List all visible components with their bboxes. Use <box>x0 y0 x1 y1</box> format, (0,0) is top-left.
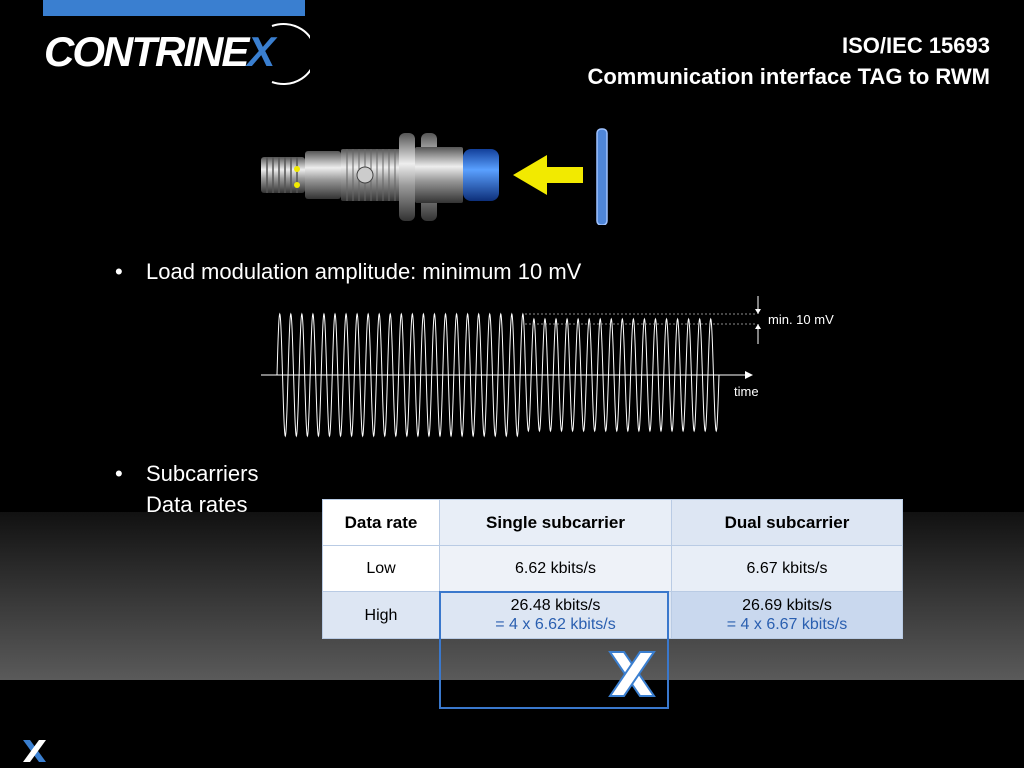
cell-single: 6.62 kbits/s <box>439 545 672 592</box>
cell-single-formula: = 4 x 6.62 kbits/s <box>495 616 616 633</box>
data-rate-table: Data rate Single subcarrier Dual subcarr… <box>322 499 903 639</box>
sensor-illustration <box>261 128 608 225</box>
tag-disc-icon <box>596 128 608 225</box>
header-single-subcarrier: Single subcarrier <box>439 499 672 546</box>
carrier-wave <box>276 312 720 438</box>
table-row: High 26.48 kbits/s = 4 x 6.62 kbits/s 26… <box>322 591 903 639</box>
cell-single: 26.48 kbits/s = 4 x 6.62 kbits/s <box>439 591 672 639</box>
cell-single-value: 26.48 kbits/s <box>510 597 601 614</box>
amplitude-arrow-up <box>755 324 761 329</box>
cell-dual: 6.67 kbits/s <box>671 545 903 592</box>
amplitude-arrow-down <box>755 309 761 314</box>
cell-dual: 26.69 kbits/s = 4 x 6.67 kbits/s <box>671 591 903 639</box>
table-row: Low 6.62 kbits/s 6.67 kbits/s <box>322 545 903 592</box>
x-logo-small-icon <box>23 740 46 762</box>
x-logo-icon <box>608 651 656 697</box>
header-dual-subcarrier: Dual subcarrier <box>671 499 903 546</box>
cell-dual-value: 26.69 kbits/s <box>742 597 832 614</box>
header-data-rate: Data rate <box>322 499 440 546</box>
cell-rate: Low <box>322 545 440 592</box>
contrinex-logo-icon: CONTRINEX <box>40 16 310 90</box>
arrow-left-icon <box>513 155 583 195</box>
waveform-figure: min. 10 mV time <box>261 296 834 438</box>
logo-wordmark: CONTRINEX <box>44 28 275 75</box>
time-axis-arrow <box>745 371 753 379</box>
title-line-2: Communication interface TAG to RWM <box>587 64 990 89</box>
title-line-1: ISO/IEC 15693 <box>842 33 990 58</box>
highlight-box <box>439 591 669 709</box>
logo-wordmark-text: CONTRINE <box>44 28 249 75</box>
bullet-load-modulation-text: Load modulation amplitude: minimum 10 mV <box>146 259 582 284</box>
bullet-dot: • <box>115 259 123 284</box>
sensor-icon <box>261 133 499 221</box>
amplitude-label: min. 10 mV <box>768 312 834 327</box>
logo-x-letter: X <box>247 28 275 75</box>
cell-dual-formula: = 4 x 6.67 kbits/s <box>726 616 848 633</box>
table-header-row: Data rate Single subcarrier Dual subcarr… <box>322 499 903 546</box>
bullet-subcarriers-text: Subcarriers <box>146 461 259 486</box>
logo-swoosh <box>271 23 310 85</box>
time-axis-label: time <box>734 384 759 399</box>
top-accent-bar <box>43 0 305 16</box>
bullet-dot: • <box>115 461 123 486</box>
slide-title: ISO/IEC 15693 Communication interface TA… <box>587 30 990 92</box>
cell-rate: High <box>322 591 440 639</box>
bullet-data-rates-text: Data rates <box>146 492 248 517</box>
